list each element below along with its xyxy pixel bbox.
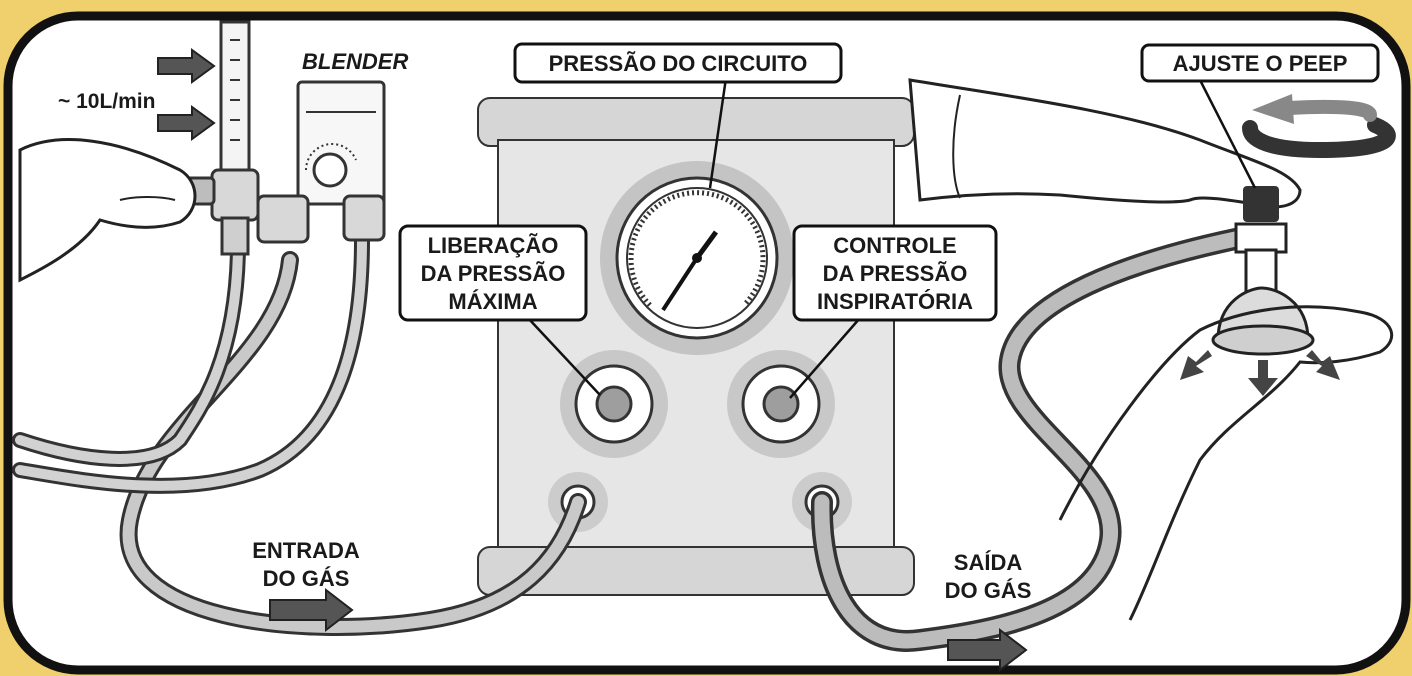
blender-icon	[256, 80, 386, 244]
arrow-right-icon	[947, 627, 1028, 673]
arrow-right-icon	[157, 48, 216, 84]
inspiratory-line-1: CONTROLE	[833, 233, 956, 258]
inspiratory-line-3: INSPIRATÓRIA	[817, 289, 973, 314]
peep-label: AJUSTE O PEEP	[1173, 51, 1348, 76]
gas-inlet-line-2: DO GÁS	[263, 566, 350, 591]
supporting-hand-icon	[1058, 305, 1394, 621]
device-top-cap	[477, 97, 915, 147]
circuit-pressure-callout: PRESSÃO DO CIRCUITO	[513, 42, 843, 84]
circuit-pressure-label: PRESSÃO DO CIRCUITO	[549, 51, 808, 76]
t-piece-icon[interactable]	[1234, 186, 1288, 296]
max-pressure-line-1: LIBERAÇÃO	[428, 233, 559, 258]
pressure-gauge-icon	[600, 161, 794, 355]
gas-outlet-line-1: SAÍDA	[954, 550, 1023, 575]
inspiratory-control-callout: CONTROLE DA PRESSÃO INSPIRATÓRIA	[792, 224, 998, 322]
flow-rate-label: ~ 10L/min	[58, 90, 155, 113]
mask-icon	[1211, 286, 1315, 356]
max-pressure-line-2: DA PRESSÃO	[421, 261, 566, 286]
hand-icon	[18, 138, 197, 283]
device-bottom-cap	[477, 546, 915, 596]
flowmeter-icon	[184, 20, 260, 256]
blender-label: BLENDER	[302, 49, 408, 74]
max-pressure-line-3: MÁXIMA	[448, 289, 537, 314]
peep-callout: AJUSTE O PEEP	[1140, 43, 1380, 83]
tubes	[12, 225, 1261, 652]
arrow-right-icon	[269, 587, 354, 633]
inspiratory-line-2: DA PRESSÃO	[823, 261, 968, 286]
flow-arrows	[157, 48, 1028, 673]
rotate-arrow-icon	[1242, 94, 1396, 159]
max-pressure-callout: LIBERAÇÃO DA PRESSÃO MÁXIMA	[398, 224, 588, 322]
max-pressure-knob[interactable]	[560, 350, 668, 458]
leader-lines	[527, 77, 1257, 399]
gas-inlet-line-1: ENTRADA	[252, 538, 360, 563]
arrow-right-icon	[157, 105, 216, 141]
gas-outlet-line-2: DO GÁS	[945, 578, 1032, 603]
mask-flow-arrows	[1180, 350, 1340, 396]
